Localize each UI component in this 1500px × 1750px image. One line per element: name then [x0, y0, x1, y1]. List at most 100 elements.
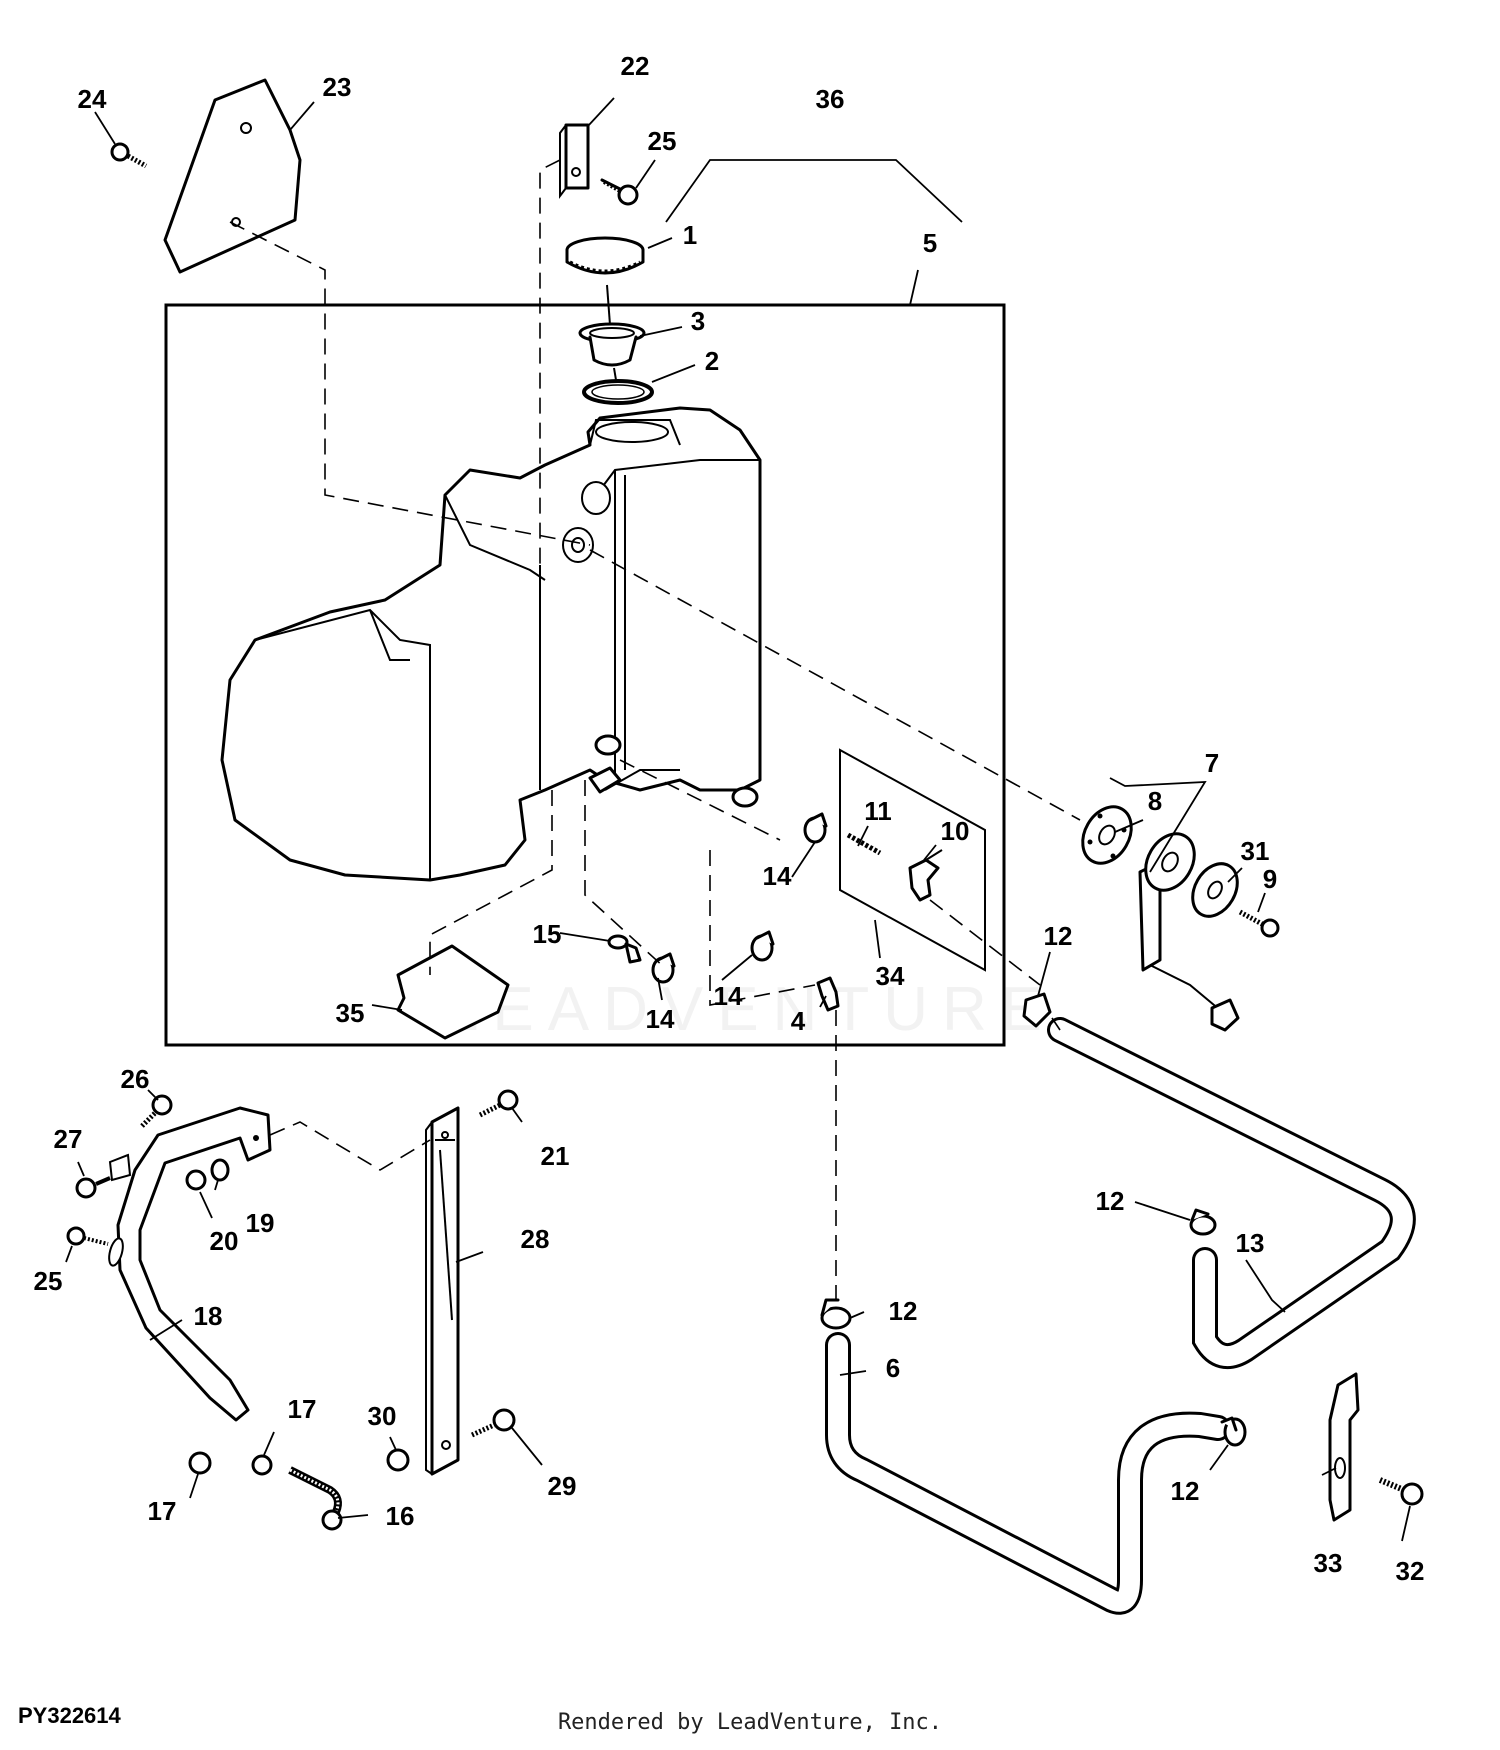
callout-12c: 12 [889, 1296, 918, 1326]
callout-31: 31 [1241, 836, 1270, 866]
dash-bracket [269, 1121, 431, 1171]
fuel-tank [220, 406, 762, 882]
callout-29: 29 [548, 1471, 577, 1501]
hose-clamp-14b [750, 930, 775, 962]
fuel-line-13 [1047, 1017, 1416, 1370]
fuel-sender [1138, 832, 1240, 1032]
dash-shield [229, 221, 591, 546]
fuel-fitting-15 [607, 934, 642, 964]
nut-17b [251, 1454, 273, 1476]
nut-27 [75, 1176, 111, 1199]
callout-10: 10 [941, 816, 970, 846]
watermark-text: LEADVENTURE [444, 975, 1056, 1044]
callout-15: 15 [533, 919, 562, 949]
callout-32: 32 [1396, 1556, 1425, 1586]
retainer-ring [1191, 862, 1239, 918]
render-credit: Rendered by LeadVenture, Inc. [557, 1710, 943, 1735]
hose-clamp-12a [1022, 992, 1052, 1028]
callout-28: 28 [521, 1224, 550, 1254]
hose-clamp-12b [1189, 1208, 1217, 1236]
hose-clamp-12c [820, 1298, 852, 1330]
shutoff-valve [908, 849, 943, 902]
callout-9: 9 [1263, 864, 1277, 894]
dash-strap [539, 159, 561, 590]
tank-strap [559, 123, 590, 199]
hose-clamp-14a [803, 812, 828, 844]
dash-sender [589, 549, 1081, 821]
fuel-fitting-11 [846, 832, 882, 856]
screw-9 [1238, 909, 1280, 938]
callout-14c: 14 [646, 1004, 675, 1034]
reference-code: PY322614 [18, 1703, 121, 1728]
callout-2: 2 [705, 346, 719, 376]
filler-neck-adapter [578, 322, 646, 367]
callout-19: 19 [246, 1208, 275, 1238]
callouts: 1 2 3 4 5 6 7 8 9 10 11 12 12 12 12 13 1… [34, 51, 1425, 1586]
bolt-29 [470, 1408, 516, 1438]
fuel-cap [565, 236, 645, 275]
callout-23: 23 [323, 72, 352, 102]
pad-35 [396, 944, 510, 1040]
valve-panel [839, 748, 986, 972]
callout-11: 11 [864, 796, 892, 826]
callout-8: 8 [1148, 786, 1162, 816]
bracket-33 [1328, 1372, 1360, 1522]
fuel-line-6 [825, 1332, 1231, 1615]
callout-18: 18 [194, 1301, 223, 1331]
callout-12a: 12 [1044, 921, 1073, 951]
assembly-frame [164, 303, 1006, 1047]
bolt-32 [1378, 1477, 1424, 1506]
callout-25a: 25 [648, 126, 677, 156]
callout-12b: 12 [1096, 1186, 1125, 1216]
support-bracket-18 [108, 1106, 272, 1422]
callout-20: 20 [210, 1226, 239, 1256]
callout-3: 3 [691, 306, 705, 336]
callout-14a: 14 [763, 861, 792, 891]
callout-24: 24 [78, 84, 107, 114]
dash-line13 [1051, 1017, 1061, 1031]
bolt-21 [478, 1089, 519, 1118]
u-bolt-16 [288, 1466, 343, 1531]
dash-sender-fitting [929, 899, 1041, 986]
callout-21: 21 [541, 1141, 570, 1171]
callout-27: 27 [54, 1124, 83, 1154]
nut-17a [188, 1451, 212, 1475]
elbow-fitting-4 [816, 976, 840, 1012]
bolt-26 [140, 1094, 173, 1128]
callout-12d: 12 [1171, 1476, 1200, 1506]
callout-6: 6 [886, 1353, 900, 1383]
support-rail-28 [425, 1106, 460, 1476]
dash-clamp [584, 780, 666, 969]
bolt-25-left [66, 1226, 109, 1246]
callout-26: 26 [121, 1064, 150, 1094]
gasket-ring [582, 379, 654, 405]
sender-gasket [1081, 805, 1133, 865]
callout-4: 4 [791, 1006, 806, 1036]
dash-pad [429, 790, 553, 975]
callout-33: 33 [1314, 1548, 1343, 1578]
dash-fitting [709, 850, 816, 1006]
callout-5: 5 [923, 228, 937, 258]
callout-16: 16 [386, 1501, 415, 1531]
hose-clamp-12d [1220, 1416, 1247, 1447]
callout-36: 36 [816, 84, 845, 114]
callout-14b: 14 [714, 981, 743, 1011]
callout-30: 30 [368, 1401, 397, 1431]
callout-17a: 17 [148, 1496, 177, 1526]
callout-35: 35 [336, 998, 365, 1028]
callout-1: 1 [683, 220, 697, 250]
heat-shield [163, 78, 302, 274]
callout-25b: 25 [34, 1266, 63, 1296]
callout-17b: 17 [288, 1394, 317, 1424]
bolt-24 [110, 142, 148, 169]
bolt-25-top [600, 178, 639, 206]
callout-13: 13 [1236, 1228, 1265, 1258]
callout-7: 7 [1205, 748, 1219, 778]
washer-19 [210, 1158, 230, 1182]
callout-22: 22 [621, 51, 650, 81]
nut-20 [185, 1169, 207, 1191]
leader-lines [65, 97, 1411, 1542]
dash-valve [619, 759, 781, 841]
nut-30 [386, 1448, 410, 1472]
